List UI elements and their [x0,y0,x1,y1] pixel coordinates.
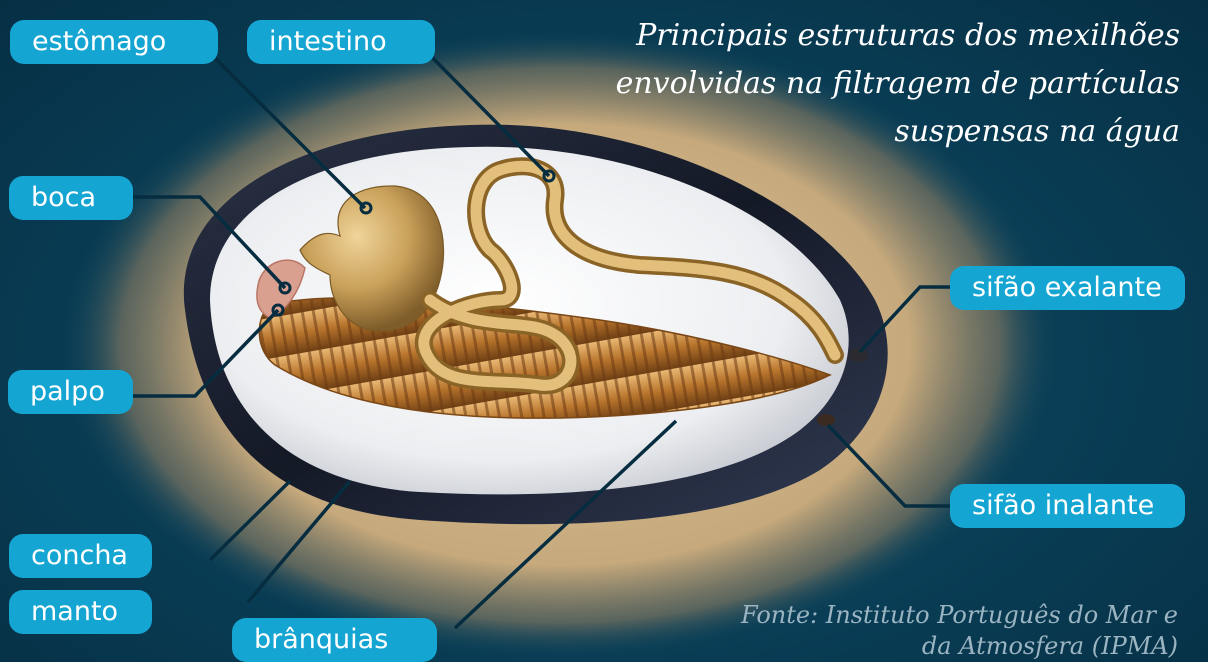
inhalant-siphon [817,414,835,426]
source-credit: Fonte: Instituto Português do Mar e da A… [738,600,1178,662]
label-palpo: palpo [8,370,133,414]
label-intestino: intestino [247,20,435,64]
label-sifao-inalante: sifão inalante [950,484,1185,528]
label-branquias: brânquias [232,618,437,662]
diagram-title: Principais estruturas dos mexilhões envo… [580,12,1180,156]
exhalant-siphon [848,348,868,362]
label-concha: concha [9,534,152,578]
label-sifao-exalante: sifão exalante [950,266,1185,310]
label-manto: manto [9,590,152,634]
label-boca: boca [9,176,133,220]
label-estomago: estômago [10,20,218,64]
